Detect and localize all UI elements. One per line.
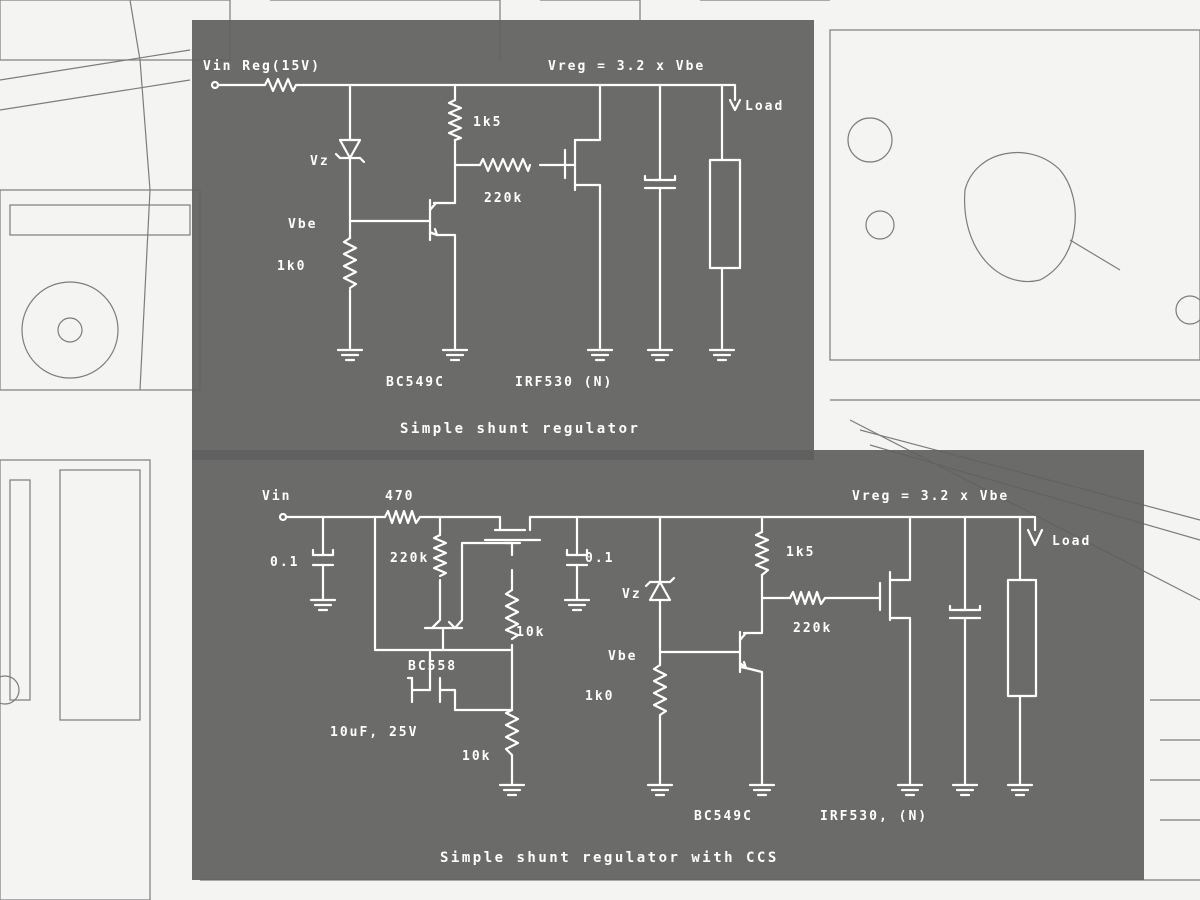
bottom-capacitor-b-symbol (565, 548, 589, 567)
bottom-ccs-mosfet-symbol (483, 515, 542, 545)
top-resistor-220k-label: 220k (484, 191, 523, 206)
top-caption: Simple shunt regulator (400, 421, 640, 437)
bottom-bjt-symbol (730, 630, 748, 674)
top-schematic: Vin Reg(15V) Vreg = 3.2 x Vbe Load 1k5 V… (203, 59, 784, 437)
bottom-pnp-symbol (423, 620, 464, 652)
top-supply-label: Vreg = 3.2 x Vbe (548, 59, 705, 74)
bottom-bjt-label: BC549C (694, 809, 753, 824)
bottom-diagram-panel (192, 450, 1144, 880)
top-input-label: Vin Reg(15V) (203, 59, 321, 74)
top-wires (210, 77, 737, 352)
bottom-resistor-220k-b-symbol (788, 590, 827, 606)
bottom-load-symbol (1006, 528, 1044, 698)
top-resistor-1k5-label: 1k5 (473, 115, 502, 130)
bottom-resistor-1k0-symbol (652, 663, 668, 717)
top-vbe-label: Vbe (288, 217, 317, 232)
top-resistor-1k5-symbol (447, 98, 463, 142)
bottom-resistor-470-symbol (383, 509, 422, 525)
bottom-cap-b-label: 0.1 (585, 551, 614, 566)
bottom-resistor-1k5-symbol (754, 530, 770, 577)
bottom-resistor-220k-label: 220k (390, 551, 429, 566)
top-bjt-label: BC549C (386, 375, 445, 390)
bottom-resistor-470-label: 470 (385, 489, 414, 504)
top-zener-symbol (334, 138, 366, 180)
bottom-resistor-10k-lower-symbol (504, 708, 520, 757)
bottom-resistor-10k-lower-label: 10k (462, 749, 491, 764)
bottom-capacitor-input-symbol (311, 548, 335, 567)
bottom-pnp-label: BC558 (408, 659, 457, 674)
bottom-supply-label: Vreg = 3.2 x Vbe (852, 489, 1009, 504)
bottom-schematic: Vin 470 Vreg = 3.2 x Vbe Load 0.1 220k 0… (262, 489, 1091, 866)
top-mosfet-symbol (563, 138, 592, 192)
top-ground-symbols (336, 348, 736, 362)
bottom-caption: Simple shunt regulator with CCS (440, 850, 779, 866)
top-mosfet-label: IRF530 (N) (515, 375, 613, 390)
bottom-vbe-label: Vbe (608, 649, 637, 664)
top-resistor-1k0-symbol (342, 236, 358, 290)
top-zener-label: Vz (310, 154, 330, 169)
bottom-resistor-10k-upper-symbol (504, 588, 520, 641)
bottom-mosfet-label: IRF530, (N) (820, 809, 928, 824)
top-resistor-1k0-label: 1k0 (277, 259, 306, 274)
top-resistor-220k-symbol (478, 157, 532, 173)
top-load-label: Load (745, 99, 784, 114)
bottom-input-label: Vin (262, 489, 291, 504)
top-load-symbol (708, 98, 742, 270)
bottom-zener-symbol (644, 576, 676, 602)
bottom-load-label: Load (1052, 534, 1091, 549)
top-capacitor-symbol (643, 174, 677, 190)
top-bjt-symbol (420, 198, 439, 242)
bottom-mosfet-symbol (878, 570, 902, 622)
bottom-resistor-220k-b-label: 220k (793, 621, 832, 636)
bottom-capacitor-c-symbol (406, 676, 442, 704)
bottom-resistor-220k-symbol (432, 533, 448, 578)
bottom-zener-label: Vz (622, 587, 642, 602)
bottom-cap-c-label: 10uF, 25V (330, 725, 418, 740)
bottom-resistor-1k5-label: 1k5 (786, 545, 815, 560)
bottom-resistor-10k-upper-label: 10k (516, 625, 545, 640)
bottom-capacitor-out-symbol (948, 604, 982, 620)
bottom-wires (278, 512, 1037, 787)
bottom-resistor-1k0-label: 1k0 (585, 689, 614, 704)
bottom-cap-input-label: 0.1 (270, 555, 299, 570)
bottom-ground-symbols (309, 598, 1034, 797)
